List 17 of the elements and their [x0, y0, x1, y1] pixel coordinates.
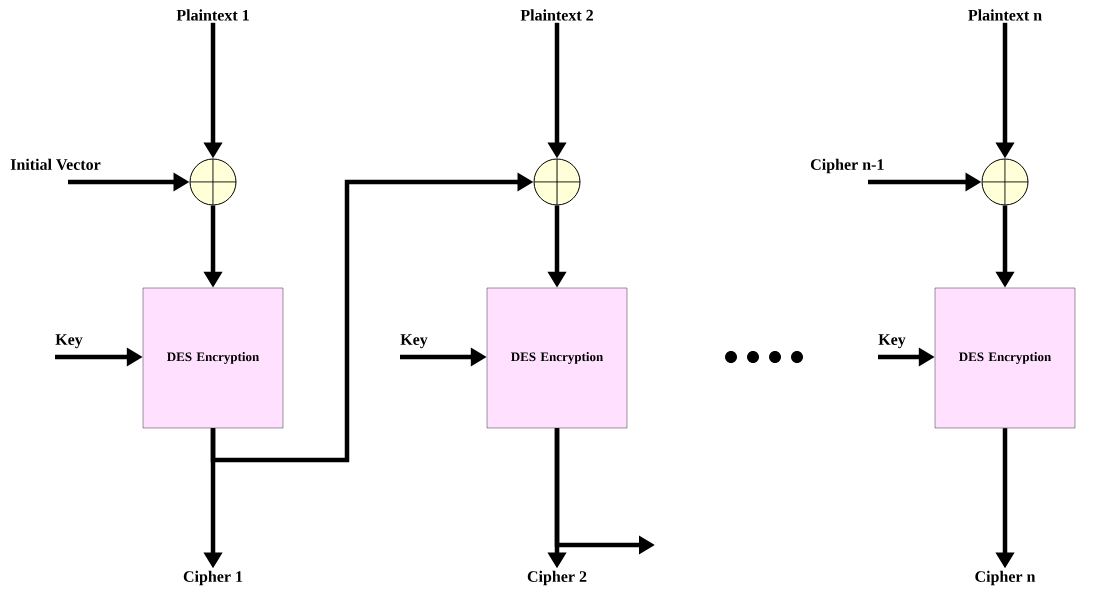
encryption-box: DES Encryption	[142, 287, 284, 429]
xor-circle	[189, 158, 237, 206]
xor-circle	[533, 158, 581, 206]
encryption-box: DES Encryption	[486, 287, 628, 429]
input-label: Plaintext n	[968, 9, 1042, 21]
input-label: Key	[878, 334, 906, 349]
xor-circle	[981, 158, 1029, 206]
input-label: Plaintext 1	[176, 9, 249, 21]
input-label: Plaintext 2	[520, 9, 593, 21]
encryption-box: DES Encryption	[934, 287, 1076, 429]
input-label: Key	[55, 334, 83, 349]
input-label: Cipher n-1	[811, 158, 884, 174]
output-label: Cipher 1	[183, 570, 243, 586]
output-label: Cipher 2	[527, 570, 587, 586]
output-label: Cipher n	[975, 570, 1036, 586]
input-label: Key	[400, 334, 428, 349]
input-label: Initial Vector	[10, 158, 101, 170]
